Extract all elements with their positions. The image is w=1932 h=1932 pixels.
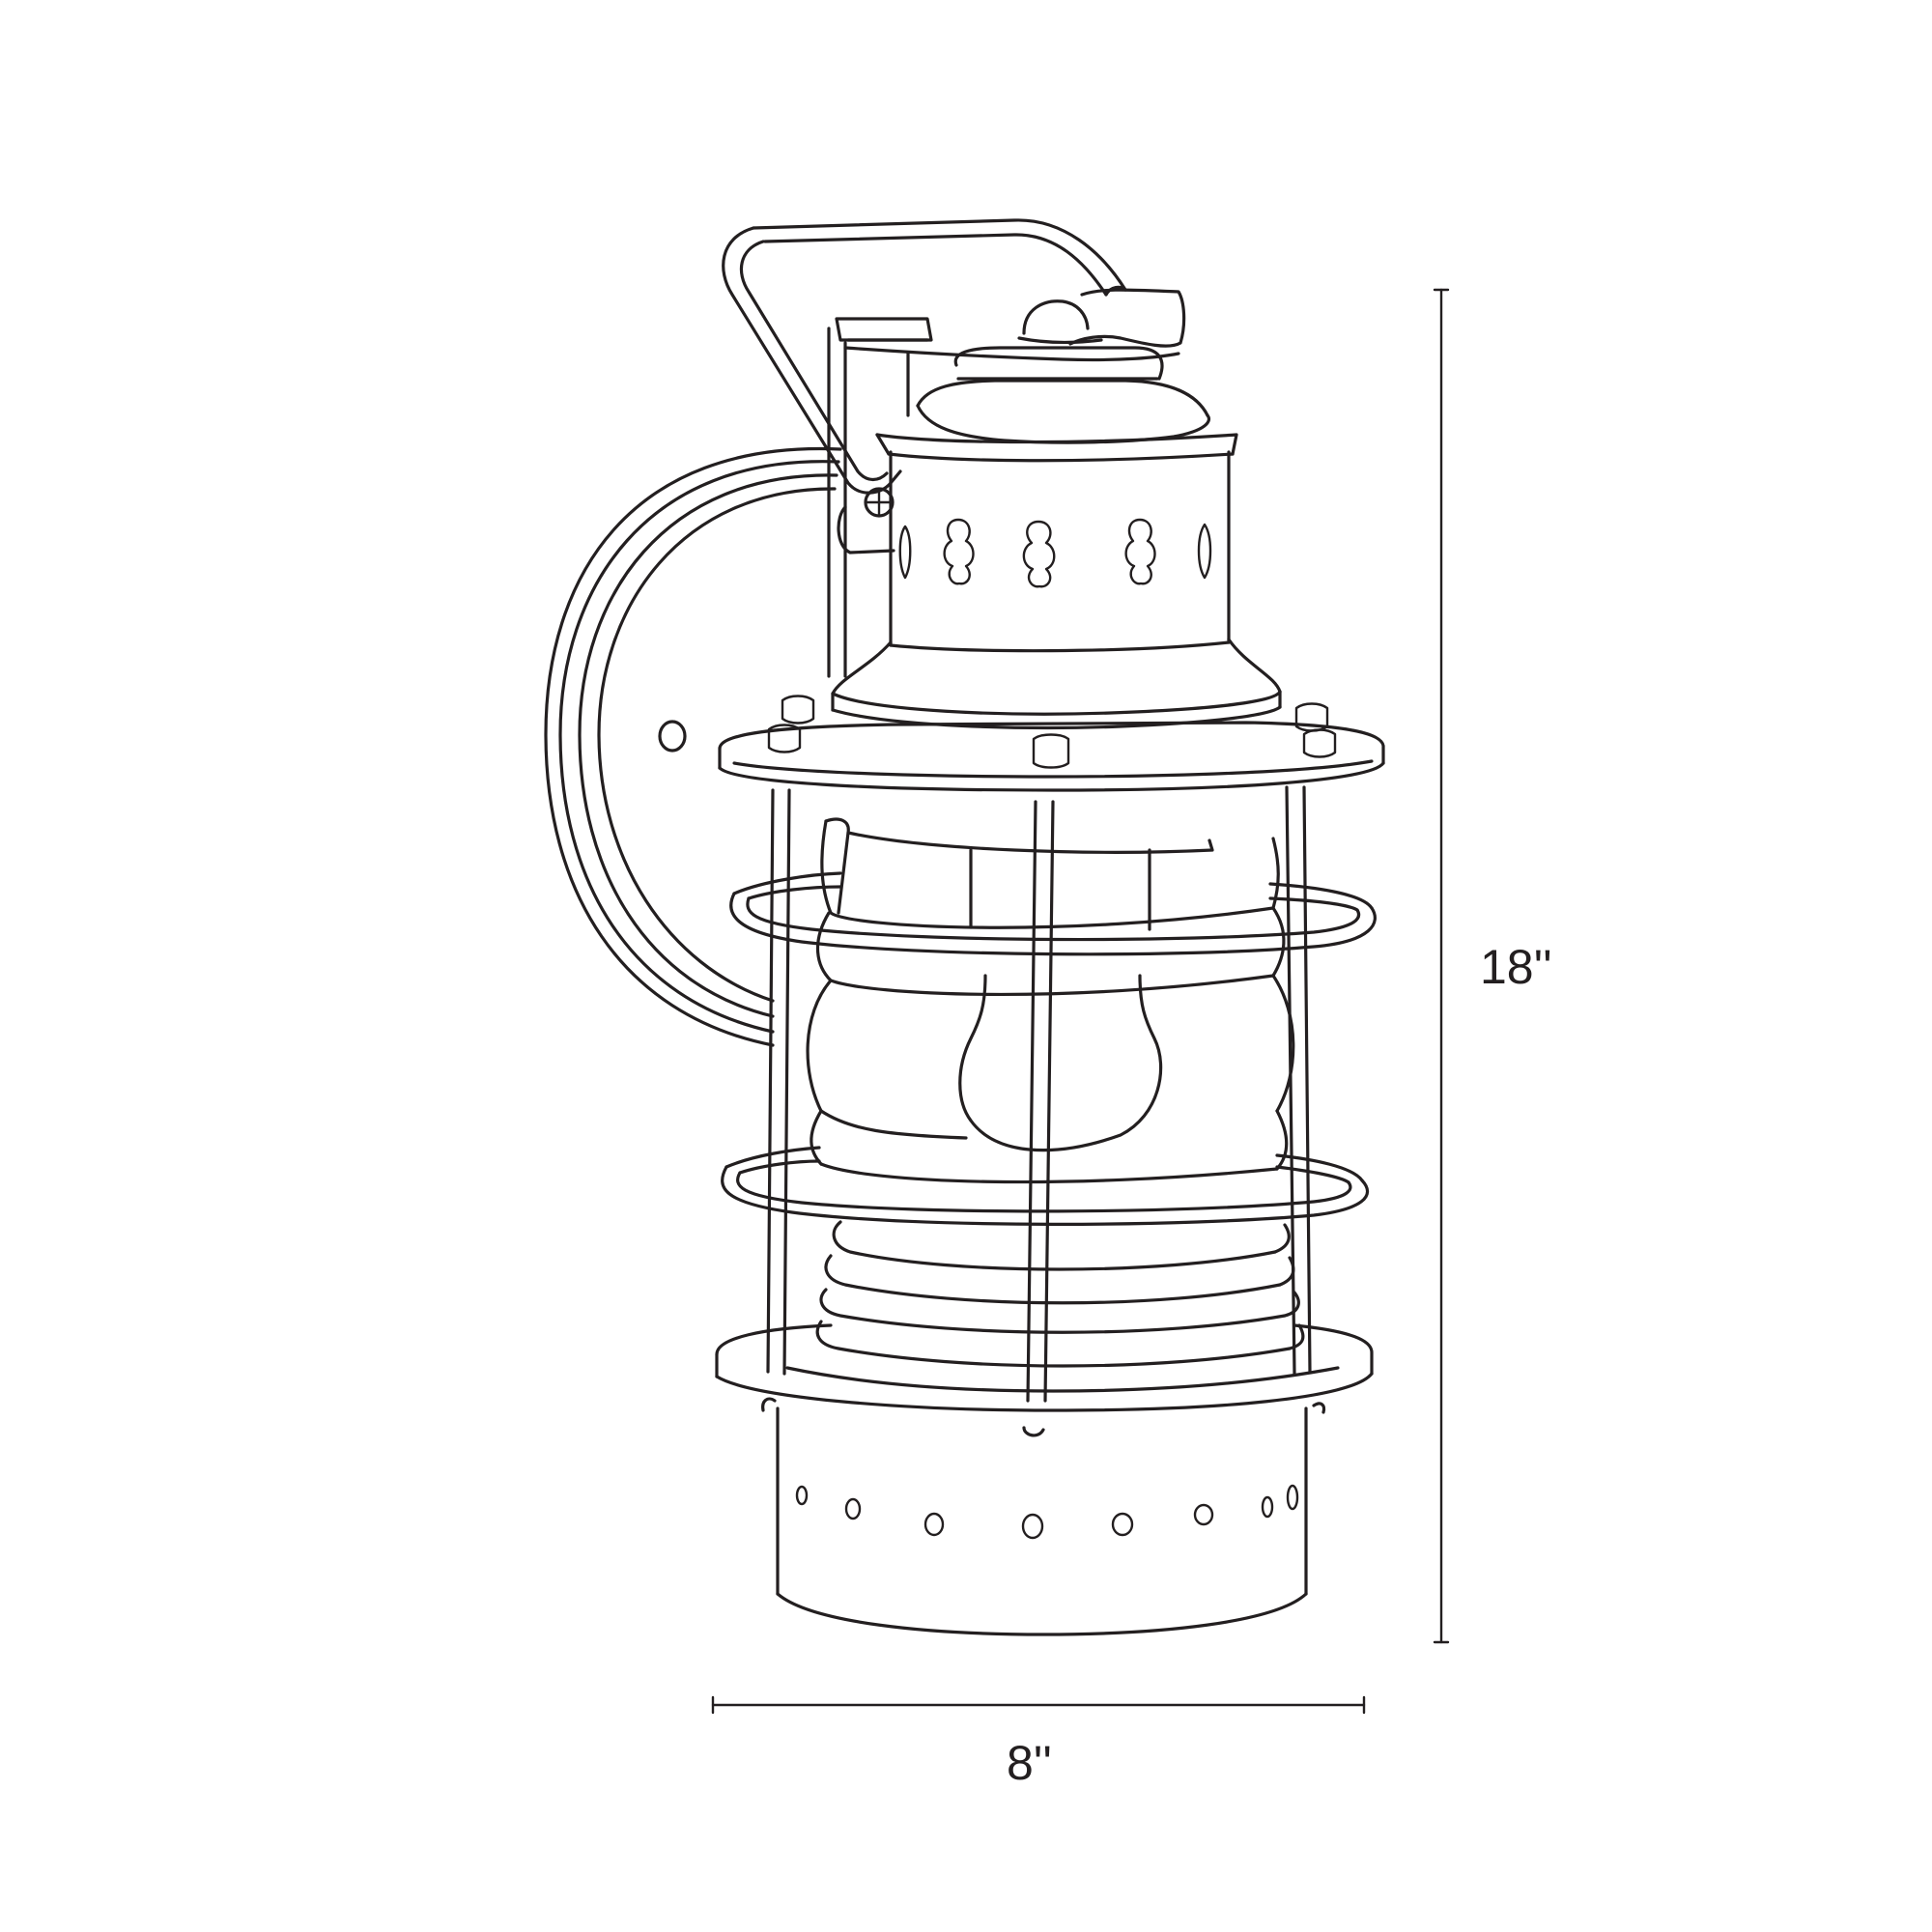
height-dimension: 18'' xyxy=(1433,288,1552,1644)
width-dimension: 8'' xyxy=(711,1695,1366,1790)
height-label: 18'' xyxy=(1480,940,1552,994)
wall-backplate xyxy=(544,446,842,1047)
light-bulb xyxy=(958,974,1163,1152)
bottom-cup xyxy=(761,1397,1326,1636)
mounting-screw-hole xyxy=(658,720,687,753)
cap-knobs xyxy=(767,695,1337,769)
fresnel-base xyxy=(815,1220,1305,1368)
bottom-vent-holes xyxy=(795,1484,1299,1540)
base-plate xyxy=(715,1323,1374,1412)
cage-bars xyxy=(766,785,1312,1403)
top-plate xyxy=(718,695,1385,792)
lantern-top-cap xyxy=(831,346,1282,730)
lantern-handle xyxy=(722,218,1186,518)
guard-ring-lower xyxy=(721,1146,1369,1226)
mounting-arm xyxy=(827,317,1180,678)
width-label: 8'' xyxy=(1007,1736,1052,1790)
pivot-screw xyxy=(864,487,895,518)
glass-globe xyxy=(806,817,1295,1184)
vent-cutouts xyxy=(898,518,1212,588)
